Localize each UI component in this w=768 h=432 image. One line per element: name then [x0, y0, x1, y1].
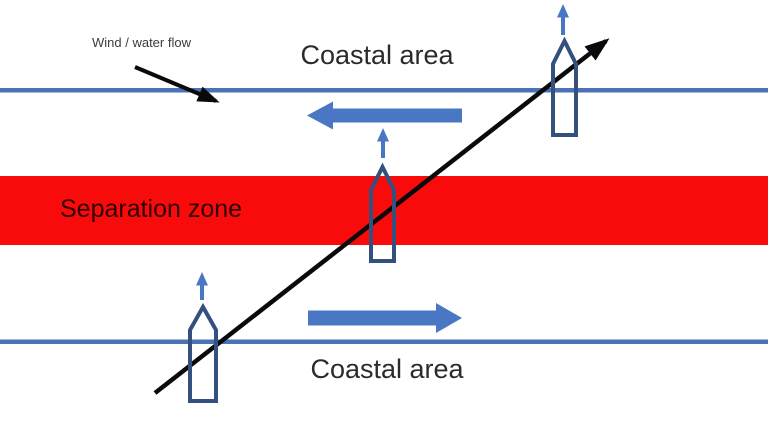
wind-flow-label: Wind / water flow [92, 35, 191, 50]
ship-heading-arrow-icon-middle [377, 128, 389, 158]
ship-icon-top-right [551, 36, 578, 137]
coastal-area-top-label: Coastal area [300, 40, 454, 70]
ship-heading-arrow-icon-bottom-left [196, 272, 208, 300]
separation-zone-label: Separation zone [60, 195, 243, 223]
ship-heading-arrow-icon-top-right [557, 4, 569, 35]
wind-flow-arrow-icon [134, 65, 220, 103]
ship-icon-middle [369, 162, 396, 263]
westbound-traffic-arrow-icon [307, 101, 462, 130]
bottom-lane-boundary-line [0, 339, 768, 344]
crossing-route-arrow-icon [153, 38, 610, 395]
separation-zone-band [0, 176, 768, 245]
top-lane-boundary-line [0, 88, 768, 93]
coastal-area-bottom-label: Coastal area [310, 354, 464, 384]
ship-icon-bottom-left [188, 302, 218, 403]
eastbound-traffic-arrow-icon [308, 303, 462, 333]
